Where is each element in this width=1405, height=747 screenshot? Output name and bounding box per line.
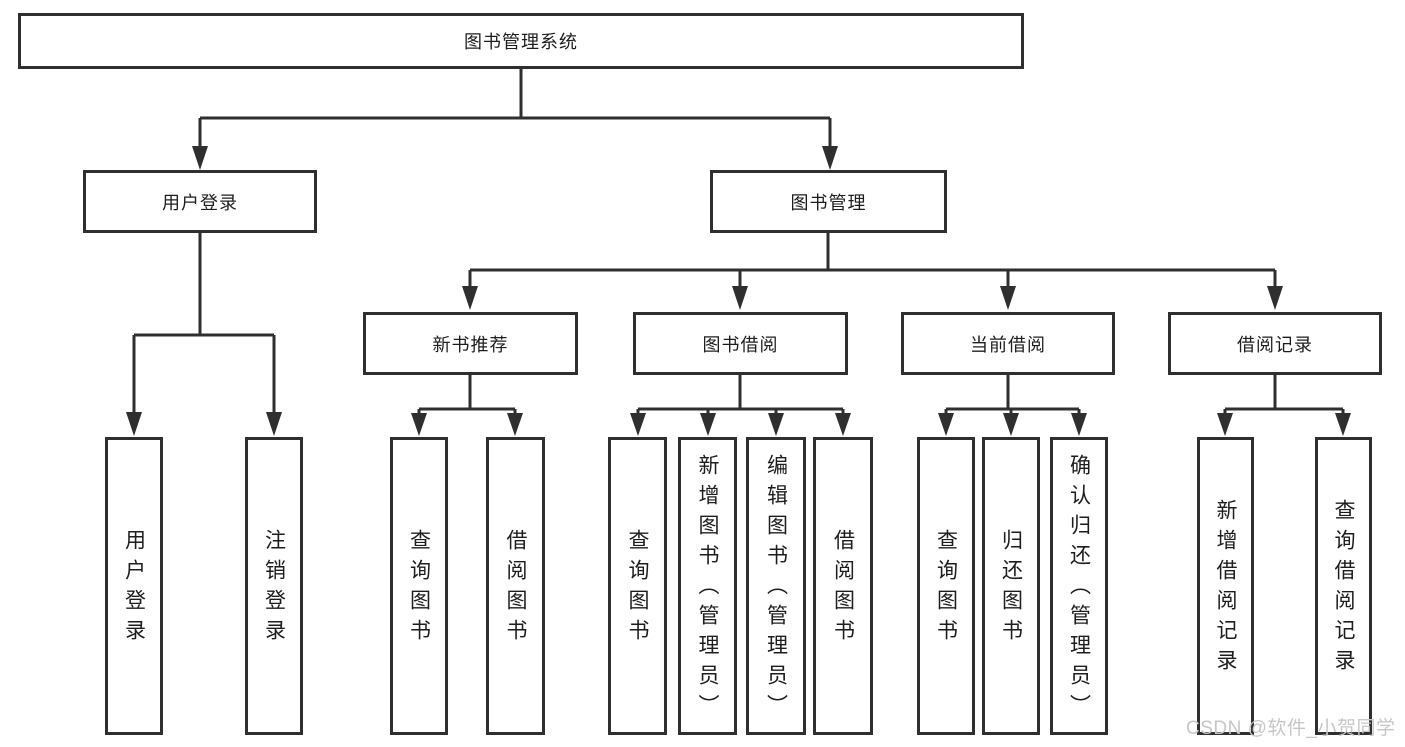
node-user-login: 用户登录 bbox=[83, 170, 317, 233]
leaf-confirm-return-admin: 确认归还（管理员） bbox=[1050, 437, 1108, 735]
leaf-return-books: 归还图书 bbox=[982, 437, 1040, 735]
node-new-book-recommendation: 新书推荐 bbox=[363, 312, 578, 375]
node-book-management: 图书管理 bbox=[710, 170, 947, 233]
leaf-query-books-current: 查询图书 bbox=[917, 437, 975, 735]
node-current-borrowing: 当前借阅 bbox=[901, 312, 1115, 375]
csdn-watermark: CSDN @软件_小贺同学 bbox=[1186, 718, 1396, 739]
leaf-edit-book-admin: 编辑图书（管理员） bbox=[746, 437, 806, 735]
node-borrowing-records: 借阅记录 bbox=[1168, 312, 1382, 375]
leaf-borrow-books-recommend: 借阅图书 bbox=[486, 437, 545, 735]
leaf-user-login: 用户登录 bbox=[105, 437, 163, 735]
leaf-query-borrow-record: 查询借阅记录 bbox=[1315, 437, 1372, 735]
node-book-borrowing: 图书借阅 bbox=[633, 312, 848, 375]
leaf-query-books-borrowing: 查询图书 bbox=[608, 437, 667, 735]
leaf-borrow-books: 借阅图书 bbox=[813, 437, 873, 735]
node-library-management-system: 图书管理系统 bbox=[18, 13, 1024, 69]
leaf-add-borrow-record: 新增借阅记录 bbox=[1197, 437, 1254, 735]
leaf-logout-login: 注销登录 bbox=[245, 437, 303, 735]
leaf-add-book-admin: 新增图书（管理员） bbox=[678, 437, 737, 735]
leaf-query-books-recommend: 查询图书 bbox=[390, 437, 448, 735]
